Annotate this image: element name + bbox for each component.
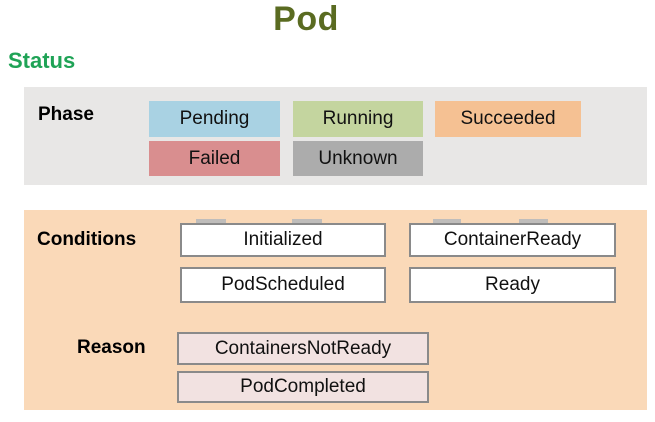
artifact-mark: [519, 219, 548, 224]
phase-badge-failed: Failed: [149, 141, 280, 176]
conditions-panel: Conditions Initialized ContainerReady Po…: [24, 210, 647, 410]
reason-label: Reason: [77, 337, 146, 358]
conditions-label: Conditions: [37, 229, 137, 250]
phase-panel: Phase Pending Running Succeeded Failed U…: [24, 87, 647, 185]
condition-box-containerready: ContainerReady: [409, 223, 616, 257]
artifact-mark: [433, 219, 461, 224]
condition-box-podscheduled: PodScheduled: [180, 267, 386, 303]
reason-box-containersnotready: ContainersNotReady: [177, 332, 429, 365]
artifact-mark: [292, 219, 322, 224]
phase-badge-unknown: Unknown: [293, 141, 423, 176]
phase-badge-pending: Pending: [149, 101, 280, 137]
condition-box-ready: Ready: [409, 267, 616, 303]
phase-label: Phase: [38, 104, 94, 125]
page-title: Pod: [273, 0, 339, 38]
condition-box-initialized: Initialized: [180, 223, 386, 257]
phase-badge-running: Running: [293, 101, 423, 137]
reason-box-podcompleted: PodCompleted: [177, 371, 429, 403]
status-heading: Status: [8, 48, 76, 73]
phase-badge-succeeded: Succeeded: [435, 101, 581, 137]
artifact-mark: [196, 219, 226, 224]
